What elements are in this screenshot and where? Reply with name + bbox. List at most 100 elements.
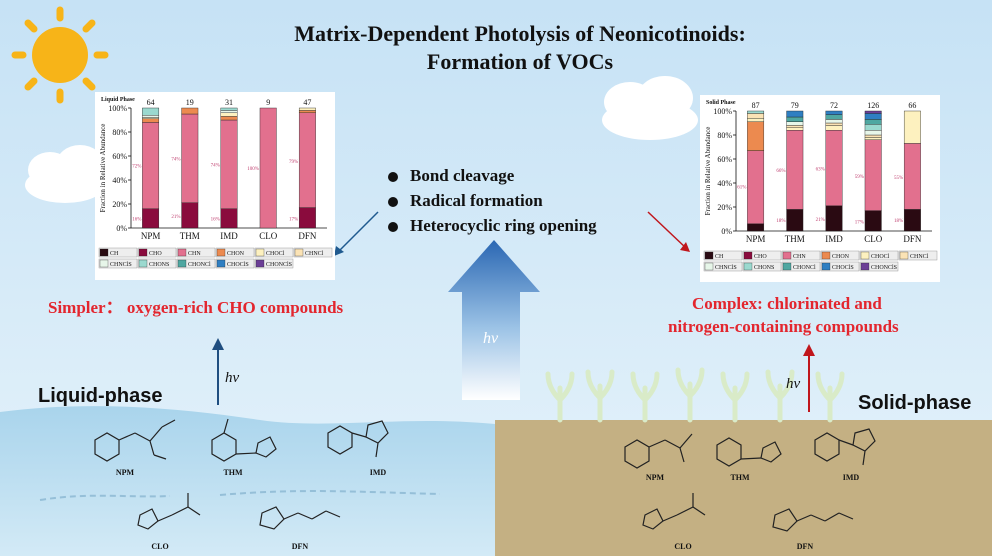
bar-segment-chncl bbox=[747, 113, 765, 119]
mol-label-npm: NPM bbox=[646, 473, 665, 482]
mechanism-item: Radical formation bbox=[388, 188, 597, 213]
legend-item bbox=[703, 250, 743, 261]
legend-item bbox=[742, 261, 782, 272]
mol-label-npm: NPM bbox=[116, 468, 135, 477]
to-liquid-chart-arrow bbox=[334, 211, 379, 256]
legend-swatch bbox=[216, 248, 226, 257]
bar-total-label: 64 bbox=[147, 98, 155, 107]
legend-item bbox=[859, 250, 899, 261]
bar-segment-ch bbox=[786, 209, 804, 232]
data-label: 18% bbox=[776, 219, 785, 224]
mol-label-imd: IMD bbox=[843, 473, 860, 482]
legend-label: CHON bbox=[832, 254, 850, 260]
bar-segment-chocl bbox=[220, 112, 238, 117]
y-tick-label: 60% bbox=[112, 152, 127, 161]
data-label: 55% bbox=[894, 176, 903, 181]
bar-segment-ch bbox=[903, 209, 921, 232]
bar-segment-cho bbox=[142, 208, 160, 229]
y-tick-label: 40% bbox=[717, 179, 732, 188]
bar-total-label: 31 bbox=[225, 98, 233, 107]
bar-total-label: 87 bbox=[752, 101, 760, 110]
legend-label: CH bbox=[110, 251, 119, 257]
bar-segment-chn bbox=[747, 150, 765, 224]
legend-swatch bbox=[138, 259, 148, 268]
bar-total-label: 9 bbox=[266, 98, 270, 107]
solid-phase-label: Solid-phase bbox=[858, 392, 972, 414]
legend-swatch bbox=[255, 259, 265, 268]
legend-label: CHNClS bbox=[715, 265, 737, 271]
data-label: 59% bbox=[855, 175, 864, 180]
bullet-icon bbox=[388, 172, 398, 183]
chart-title: Liquid Phase bbox=[101, 97, 135, 103]
legend-label: CHNCl bbox=[910, 254, 929, 260]
bar-total-label: 79 bbox=[791, 101, 799, 110]
legend-swatch bbox=[704, 251, 714, 260]
bar-segment-chn bbox=[298, 112, 316, 208]
bar-segment-chons bbox=[220, 107, 238, 111]
legend-swatch bbox=[782, 251, 792, 260]
bar-segment-chocls bbox=[786, 110, 804, 118]
solid-result-line-2: nitrogen-containing compounds bbox=[668, 317, 899, 336]
mol-label-imd: IMD bbox=[370, 468, 387, 477]
legend-label: CHOClS bbox=[227, 262, 249, 268]
liquid-result-text: Simpler： oxygen-rich CHO compounds bbox=[48, 298, 344, 317]
legend-swatch bbox=[782, 262, 792, 271]
y-tick-label: 20% bbox=[717, 203, 732, 212]
x-tick-label: DFN bbox=[298, 231, 317, 241]
bar-total-label: 47 bbox=[303, 98, 311, 107]
cloud-icon bbox=[25, 145, 105, 203]
legend-label: CHO bbox=[149, 251, 162, 257]
soil bbox=[495, 420, 992, 556]
water-surface bbox=[0, 406, 495, 556]
x-tick-label: THM bbox=[785, 234, 805, 244]
bar-segment-chocl bbox=[747, 118, 765, 123]
legend-swatch bbox=[177, 248, 187, 257]
legend-swatch bbox=[860, 251, 870, 260]
figure-title: Matrix-Dependent Photolysis of Neonicoti… bbox=[200, 20, 840, 76]
mechanism-item: Heterocyclic ring opening bbox=[388, 213, 597, 238]
bar-segment-chn bbox=[864, 139, 882, 211]
x-tick-label: CLO bbox=[259, 231, 278, 241]
bar-segment-choncls bbox=[864, 110, 882, 114]
bar-segment-chons bbox=[747, 110, 765, 114]
x-tick-label: IMD bbox=[220, 231, 238, 241]
legend-swatch bbox=[821, 251, 831, 260]
bar-segment-chn bbox=[903, 143, 921, 210]
data-label: 66% bbox=[776, 169, 785, 174]
solid-result-line-1: Complex: chlorinated and bbox=[692, 294, 882, 313]
bar-total-label: 72 bbox=[830, 101, 838, 110]
bullet-icon bbox=[388, 197, 398, 208]
legend-label: CHONClS bbox=[871, 265, 897, 271]
bar-segment-chocl bbox=[786, 127, 804, 131]
legend-item bbox=[137, 258, 177, 269]
legend-swatch bbox=[255, 248, 265, 257]
bar-total-label: 66 bbox=[908, 101, 916, 110]
legend-swatch bbox=[177, 259, 187, 268]
data-label: 18% bbox=[894, 219, 903, 224]
legend-item bbox=[859, 261, 899, 272]
bar-segment-chon bbox=[181, 107, 199, 115]
legend-item bbox=[137, 247, 177, 258]
bar-segment-chncl bbox=[825, 122, 843, 126]
bar-segment-chncls bbox=[220, 110, 238, 113]
legend-item bbox=[293, 247, 333, 258]
water-ripple bbox=[39, 490, 441, 501]
legend-item bbox=[781, 250, 821, 261]
legend-label: CHOClS bbox=[832, 265, 854, 271]
y-tick-label: 80% bbox=[112, 128, 127, 137]
bar-segment-chocls bbox=[864, 113, 882, 120]
y-tick-label: 100% bbox=[713, 107, 732, 116]
legend-swatch bbox=[743, 251, 753, 260]
bar-segment-chons bbox=[142, 107, 160, 116]
legend-item bbox=[176, 247, 216, 258]
bar-segment-chocl bbox=[298, 107, 316, 111]
bar-segment-ch bbox=[825, 205, 843, 232]
y-axis-label: Fraction in Relative Abundance bbox=[704, 127, 712, 216]
x-tick-label: NPM bbox=[141, 231, 161, 241]
bar-segment-chn bbox=[181, 113, 199, 204]
data-label: 17% bbox=[855, 220, 864, 225]
bar-segment-chon bbox=[220, 116, 238, 121]
y-tick-label: 20% bbox=[112, 200, 127, 209]
